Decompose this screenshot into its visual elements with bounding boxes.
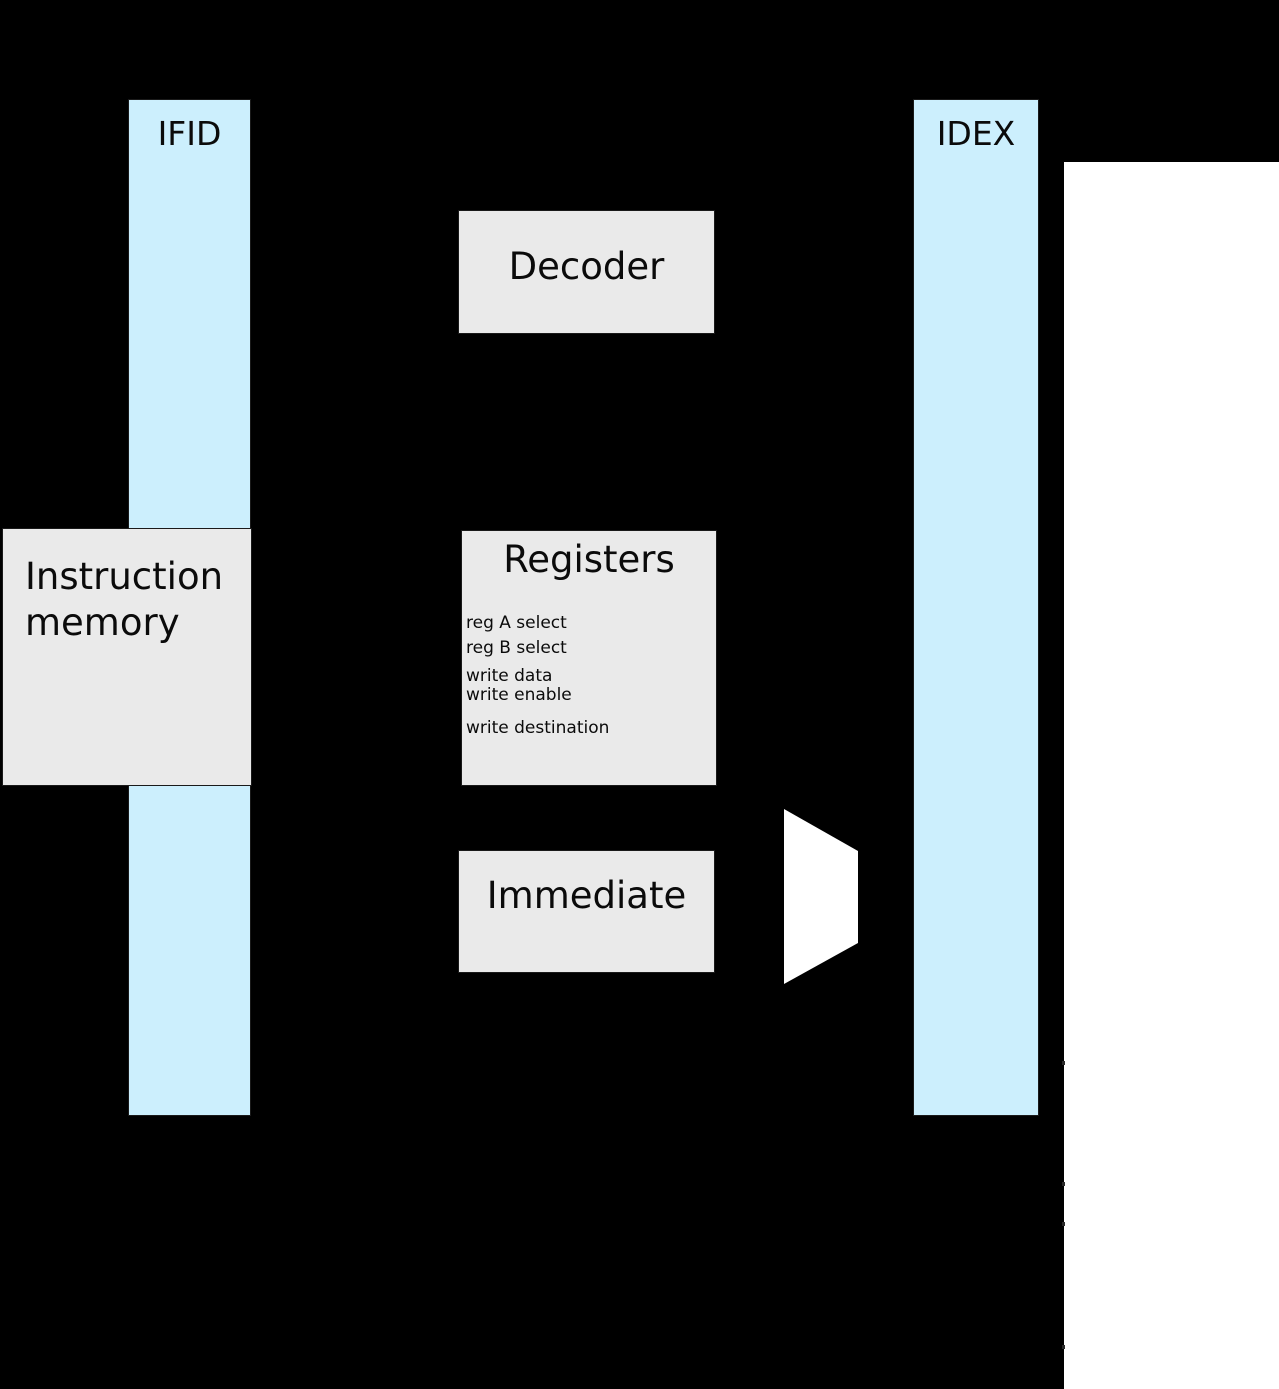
unit-instruction-memory-label: Instruction memory	[25, 555, 224, 644]
seam-artifact-tick	[1062, 1345, 1065, 1349]
pipeline-register-idex-label: IDEX	[936, 114, 1016, 153]
seam-artifact-tick	[1062, 1222, 1065, 1226]
unit-registers-label: Registers	[503, 538, 675, 581]
operand-mux[interactable]	[784, 809, 858, 984]
unit-immediate[interactable]: Immediate	[458, 850, 715, 973]
register-port-reg-b-select: reg B select	[466, 638, 567, 658]
pipeline-register-ifid-label: IFID	[157, 114, 222, 153]
unit-registers[interactable]: Registers reg A select reg B select writ…	[461, 530, 717, 786]
seam-artifact-tick	[1062, 1061, 1065, 1065]
pipeline-register-idex[interactable]: IDEX	[913, 99, 1039, 1116]
diagram-backdrop-top-strip	[1064, 0, 1279, 162]
unit-instruction-memory[interactable]: Instruction memory	[2, 528, 252, 786]
seam-artifact-tick	[1062, 1182, 1065, 1186]
unit-decoder[interactable]: Decoder	[458, 210, 715, 334]
register-port-reg-a-select: reg A select	[466, 613, 567, 633]
unit-decoder-label: Decoder	[508, 245, 665, 288]
register-port-write-enable: write enable	[466, 685, 572, 705]
register-port-write-data: write data	[466, 666, 553, 686]
register-port-write-destination: write destination	[466, 718, 610, 738]
unit-immediate-label: Immediate	[486, 874, 687, 917]
